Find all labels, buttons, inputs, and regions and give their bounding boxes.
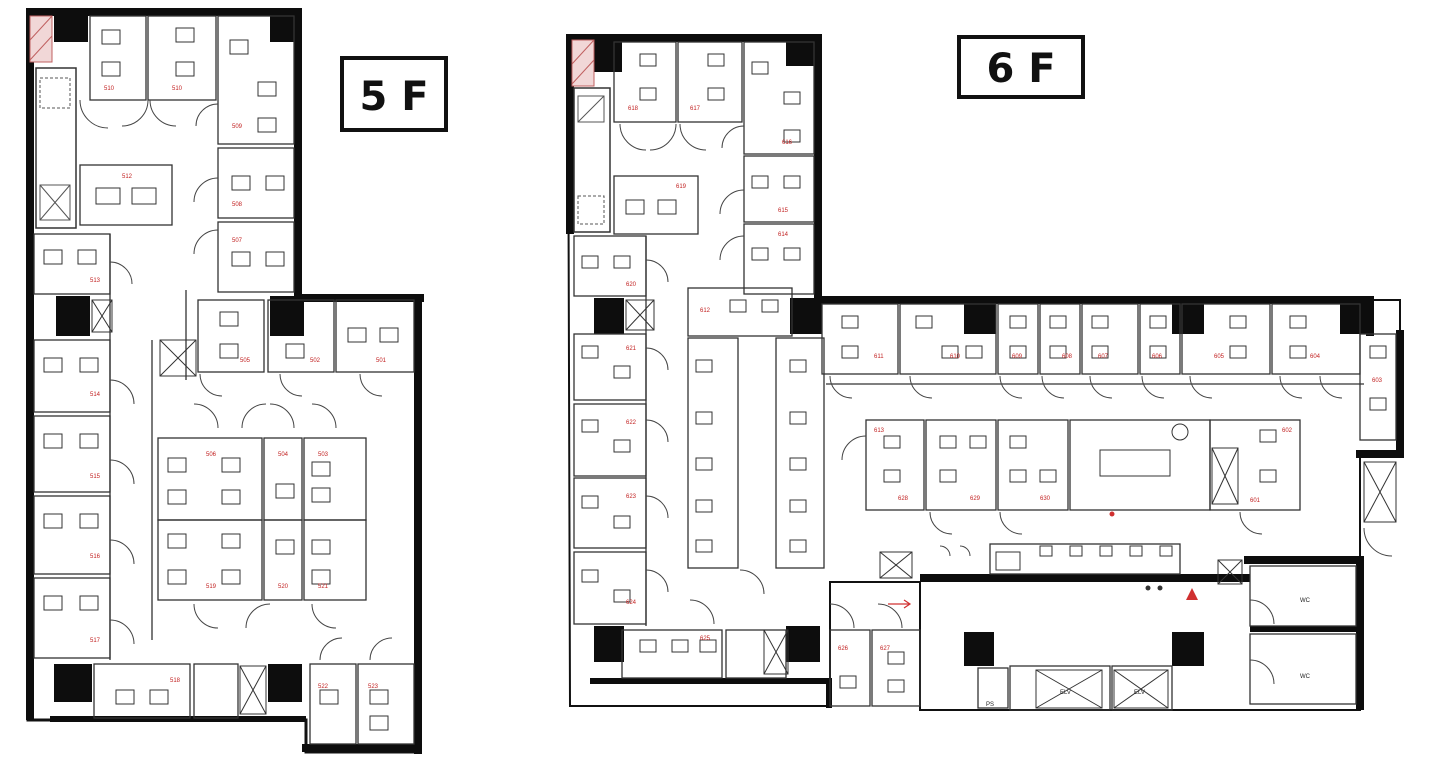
room-label: 602: [1282, 428, 1293, 434]
room-label: 508: [232, 202, 243, 208]
partitions-6f: [573, 41, 1397, 711]
room-label: 518: [170, 678, 181, 684]
room-label: 517: [90, 638, 101, 644]
room-label: 514: [90, 392, 101, 398]
room-label: 620: [626, 282, 637, 288]
room-label: 630: [1040, 496, 1051, 502]
room-label: 622: [626, 420, 637, 426]
room-label: 516: [90, 554, 101, 560]
marker-dot: [1109, 511, 1115, 517]
room-label: 626: [838, 646, 849, 652]
room-label: 614: [778, 232, 789, 238]
room-label: 604: [1310, 354, 1321, 360]
room-label: 606: [1152, 354, 1163, 360]
furniture-6f: [581, 53, 1387, 693]
room-label: 628: [898, 496, 909, 502]
room-label: 605: [1214, 354, 1225, 360]
room-label: 612: [700, 308, 711, 314]
room-label: 621: [626, 346, 637, 352]
walls-6f: [566, 34, 1404, 710]
room-label: 617: [690, 106, 701, 112]
room-label: 618: [628, 106, 639, 112]
room-label: 615: [778, 208, 789, 214]
room-label: 608: [1062, 354, 1073, 360]
room-label: 503: [318, 452, 329, 458]
room-label: 509: [232, 124, 243, 130]
walls-5f: [26, 8, 424, 754]
room-label: 519: [206, 584, 217, 590]
room-label: 629: [970, 496, 981, 502]
room-label: 611: [874, 354, 884, 360]
room-label: 505: [240, 358, 251, 364]
doors-5f: [79, 99, 393, 661]
room-label: 607: [1098, 354, 1109, 360]
floor-label-6f: 6 F: [986, 46, 1055, 92]
room-label: 522: [318, 684, 329, 690]
room-label: 616: [782, 140, 793, 146]
room-label: 523: [368, 684, 379, 690]
room-label: 510: [172, 86, 183, 92]
floor-badge-6f: 6 F: [957, 35, 1085, 99]
feature-labels-6f: ELV ELV PS WC WC: [986, 598, 1311, 708]
room-label: 601: [1250, 498, 1261, 504]
room-label: 627: [880, 646, 891, 652]
room-label: 619: [676, 184, 687, 190]
room-label: 510: [104, 86, 115, 92]
room-label: 624: [626, 600, 637, 606]
room-labels-6f: 618 617 616 619 615 614 620 612 611 610 …: [626, 106, 1383, 652]
restroom-label: WC: [1300, 598, 1311, 604]
room-label: 520: [278, 584, 289, 590]
room-label: 504: [278, 452, 289, 458]
elevator-label: ELV: [1134, 690, 1145, 696]
shafts-6f: [625, 299, 1397, 709]
floor-6f-outline: [566, 35, 1401, 711]
room-label: 501: [376, 358, 387, 364]
room-label: 613: [874, 428, 885, 434]
floor-badge-5f: 5 F: [340, 56, 448, 132]
room-label: 610: [950, 354, 961, 360]
marker-dot: [1145, 585, 1151, 591]
room-label: 603: [1372, 378, 1383, 384]
warning-marker: [1186, 588, 1198, 600]
floor-plan-5f: 510 510 509 512 508 507 513 505 502 501 …: [26, 8, 448, 754]
marker-dot: [1157, 585, 1163, 591]
room-label: 609: [1012, 354, 1023, 360]
arrow-icon: [888, 599, 912, 609]
partitions-5f: [33, 15, 415, 745]
room-label: 507: [232, 238, 243, 244]
room-label: 512: [122, 174, 133, 180]
room-label: 521: [318, 584, 329, 590]
room-label: 513: [90, 278, 101, 284]
elevator-label: ELV: [1060, 690, 1071, 696]
floor-plan-6f: 618 617 616 619 615 614 620 612 611 610 …: [566, 34, 1404, 711]
room-label: 623: [626, 494, 637, 500]
doors-6f: [619, 123, 1393, 685]
furniture-5f: [43, 27, 399, 731]
room-labels-5f: 510 510 509 512 508 507 513 505 502 501 …: [90, 86, 387, 690]
floor-label-5f: 5 F: [359, 74, 428, 120]
pipe-shaft-label: PS: [986, 702, 994, 708]
restroom-label: WC: [1300, 674, 1311, 680]
room-label: 502: [310, 358, 321, 364]
room-label: 506: [206, 452, 217, 458]
room-label: 625: [700, 636, 711, 642]
room-label: 515: [90, 474, 101, 480]
